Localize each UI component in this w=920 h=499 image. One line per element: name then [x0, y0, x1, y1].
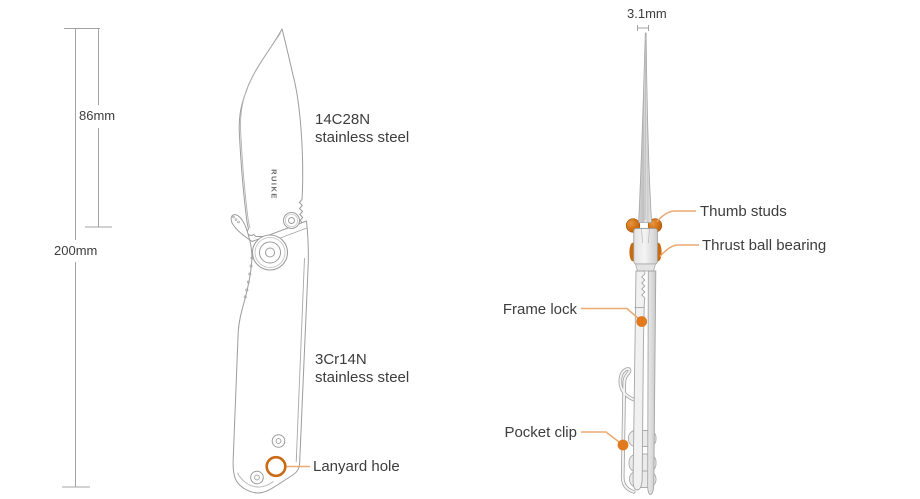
handle-steel-line1: 3Cr14N: [315, 351, 367, 368]
blade-steel-line1: 14C28N: [315, 111, 371, 128]
thrust-ball-bearing-label: Thrust ball bearing: [702, 237, 827, 254]
pocket-clip: [618, 367, 636, 494]
thumb-studs-label: Thumb studs: [700, 203, 787, 220]
pocket-clip-marker-dot: [617, 439, 629, 451]
brand-logo: RUIKE: [269, 169, 279, 200]
frame-lock-label: Frame lock: [502, 301, 577, 318]
back-strip: [647, 270, 657, 495]
handle-steel-label: 3Cr14N stainless steel: [315, 351, 409, 386]
lanyard-hole-marker: [265, 455, 310, 478]
annotation-leaders: [581, 210, 699, 445]
blade-length-label: 86mm: [79, 108, 116, 123]
knife-spine-view: [618, 25, 663, 495]
knife-side-view: [230, 28, 310, 494]
handle-screws: [250, 434, 286, 485]
lanyard-hole-label: Lanyard hole: [313, 458, 400, 475]
blade-steel-line2: stainless steel: [315, 128, 410, 146]
pocket-clip-label: Pocket clip: [504, 424, 577, 441]
pivot-screw: [251, 234, 289, 271]
thumb-stud-side: [283, 212, 300, 229]
finger-groove-jimping: [232, 215, 254, 299]
handle-steel-line2: stainless steel: [315, 368, 410, 386]
overall-length-label: 200mm: [54, 243, 98, 258]
dimension-lines-left: [62, 28, 112, 488]
pivot-block: [633, 228, 658, 265]
blade-thickness-bracket: [637, 25, 649, 31]
frame-lock-marker-dot: [636, 316, 648, 327]
blade-thickness-label: 3.1mm: [627, 6, 667, 21]
annotation-marker-dots: [617, 316, 648, 451]
blade-steel-label: 14C28N stainless steel: [315, 111, 409, 146]
